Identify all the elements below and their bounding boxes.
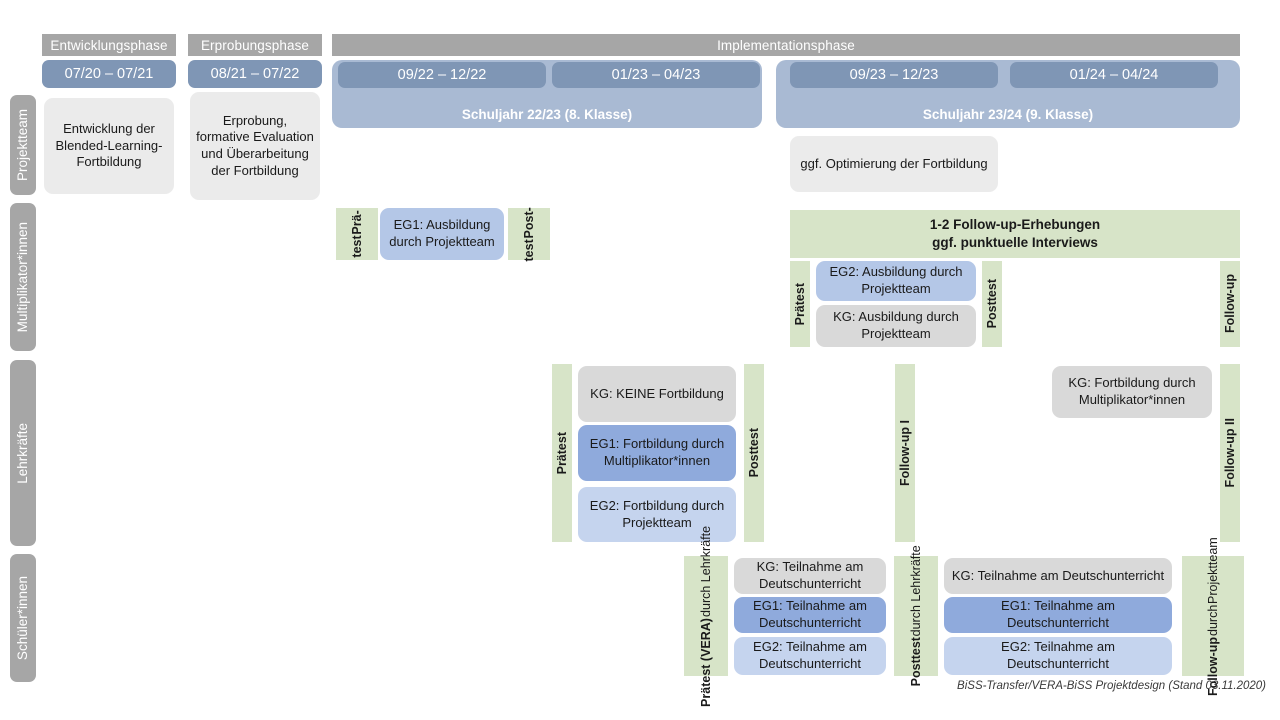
phase-bar-implementationsphase: Implementationsphase <box>332 34 1240 56</box>
strip-followup-1-lehrkraefte: Follow-up I <box>895 364 915 542</box>
banner-line1: 1-2 Follow-up-Erhebungen <box>929 217 1101 233</box>
box-ggf-optimierung: ggf. Optimierung der Fortbildung <box>790 136 998 192</box>
strip-posttest-multiplikatoren-2: Posttest <box>982 261 1002 347</box>
actor-label-schueler: Schüler*innen <box>10 554 36 682</box>
praetest-line1: Prä- <box>349 210 364 235</box>
date-label: 07/20 – 07/21 <box>64 66 154 82</box>
date-label: 08/21 – 07/22 <box>210 66 300 82</box>
actor-label-text: Lehrkräfte <box>15 422 31 484</box>
date-label: 01/24 – 04/24 <box>1069 67 1159 83</box>
actor-label-lehrkraefte: Lehrkräfte <box>10 360 36 546</box>
actor-label-projektteam: Projektteam <box>10 95 36 195</box>
box-text: EG2: Teilnahme am Deutschunterricht <box>1001 639 1115 671</box>
banner-followup-erhebungen: 1-2 Follow-up-Erhebungen ggf. punktuelle… <box>790 210 1240 258</box>
posttest-label: Posttest <box>746 428 761 478</box>
strip-posttest-multiplikatoren: Post- test <box>508 207 550 261</box>
strip-praetest-multiplikatoren: Prä- test <box>336 208 378 260</box>
box-text: EG1: Teilnahme am Deutschunterricht <box>753 598 867 630</box>
date-label: 09/22 – 12/22 <box>397 67 487 83</box>
box-kg-keine-fortbildung: KG: KEINE Fortbildung <box>578 366 736 422</box>
box-eg2-teilnahme-deutschunterricht-left: EG2: Teilnahme am Deutschunterricht <box>734 637 886 675</box>
strip-followup-schueler: Projektteam durch Follow-up <box>1182 537 1244 696</box>
posttest-label: Posttest <box>984 279 999 329</box>
actor-label-multiplikatoren: Multiplikator*innen <box>10 203 36 351</box>
posttest-sub: durch Lehrkräfte <box>908 545 923 637</box>
footer-caption: BiSS-Transfer/VERA-BiSS Projektdesign (S… <box>700 680 1266 698</box>
strip-followup-2-lehrkraefte: Follow-up II <box>1220 364 1240 542</box>
date-chip-09-22-12-22: 09/22 – 12/22 <box>338 62 546 88</box>
posttest-label: durch Lehrkräfte Posttest <box>909 545 923 686</box>
posttest-line1: Post- <box>521 206 536 239</box>
box-erprobung-evaluation: Erprobung, formative Evaluation und Über… <box>190 92 320 200</box>
praetest-sub: durch Lehrkräfte <box>698 525 713 617</box>
box-eg1-teilnahme-deutschunterricht-right: EG1: Teilnahme am Deutschunterricht <box>944 597 1172 633</box>
date-chip-01-23-04-23: 01/23 – 04/23 <box>552 62 760 88</box>
strip-praetest-multiplikatoren-2: Prätest <box>790 261 810 347</box>
box-text: KG: Teilnahme am Deutschunterricht <box>756 559 864 591</box>
date-chip-08-21-07-22: 08/21 – 07/22 <box>188 60 322 88</box>
strip-praetest-lehrkraefte: Prätest <box>552 364 572 542</box>
box-text: KG: Ausbildung durch Projektteam <box>833 309 959 341</box>
banner-text: 1-2 Follow-up-Erhebungen ggf. punktuelle… <box>930 216 1100 251</box>
phase-label: Entwicklungsphase <box>50 37 168 53</box>
box-eg2-fortbildung-projektteam: EG2: Fortbildung durch Projektteam <box>578 487 736 542</box>
posttest-label: Post- test <box>522 207 536 261</box>
strip-followup-multiplikatoren: Follow-up <box>1220 261 1240 347</box>
box-text: EG1: Ausbildung durch Projektteam <box>389 217 495 249</box>
phase-label: Erprobungsphase <box>200 37 310 53</box>
strip-posttest-lehrkraefte: Posttest <box>744 364 764 542</box>
date-chip-09-23-12-23: 09/23 – 12/23 <box>790 62 998 88</box>
box-eg2-ausbildung-projektteam: EG2: Ausbildung durch Projektteam <box>816 261 976 301</box>
box-text: Entwicklung der Blended-Learning-Fortbil… <box>55 121 163 170</box>
followup-label: Follow-up II <box>1222 418 1237 488</box>
school-year-label: Schuljahr 23/24 (9. Klasse) <box>922 107 1094 122</box>
box-entwicklung-fortbildung: Entwicklung der Blended-Learning-Fortbil… <box>44 98 174 194</box>
date-chip-07-20-07-21: 07/20 – 07/21 <box>42 60 176 88</box>
banner-line2: ggf. punktuelle Interviews <box>932 235 1098 250</box>
box-text: Erprobung, formative Evaluation und Über… <box>196 112 314 178</box>
box-text: EG2: Ausbildung durch Projektteam <box>829 264 963 296</box>
followup-sub1: durch <box>1205 604 1220 636</box>
praetest-label: Prä- test <box>350 210 364 258</box>
box-kg-ausbildung-projektteam: KG: Ausbildung durch Projektteam <box>816 305 976 347</box>
box-text: KG: KEINE Fortbildung <box>590 385 724 401</box>
box-text: EG2: Teilnahme am Deutschunterricht <box>753 639 867 671</box>
box-kg-fortbildung-multiplikatoren: KG: Fortbildung durch Multiplikator*inne… <box>1052 366 1212 418</box>
box-text: ggf. Optimierung der Fortbildung <box>800 155 988 171</box>
praetest-label: Prätest <box>554 431 569 475</box>
phase-bar-entwicklungsphase: Entwicklungsphase <box>42 34 176 56</box>
followup-label: Follow-up <box>1222 274 1237 334</box>
box-eg1-teilnahme-deutschunterricht-left: EG1: Teilnahme am Deutschunterricht <box>734 597 886 633</box>
box-text: EG1: Fortbildung durch Multiplikator*inn… <box>589 436 725 468</box>
praetest-line2: test <box>349 235 364 258</box>
school-year-label: Schuljahr 22/23 (8. Klasse) <box>461 107 633 122</box>
box-eg1-fortbildung-multiplikatoren: EG1: Fortbildung durch Multiplikator*inn… <box>578 425 736 481</box>
actor-label-text: Schüler*innen <box>15 575 31 661</box>
box-eg1-ausbildung-projektteam: EG1: Ausbildung durch Projektteam <box>380 208 504 260</box>
phase-bar-erprobungsphase: Erprobungsphase <box>188 34 322 56</box>
posttest-line2: test <box>521 239 536 262</box>
box-kg-teilnahme-deutschunterricht-right: KG: Teilnahme am Deutschunterricht <box>944 558 1172 594</box>
followup-sub2: Projektteam <box>1205 536 1220 604</box>
box-text: EG1: Teilnahme am Deutschunterricht <box>1001 598 1115 630</box>
box-text: EG2: Fortbildung durch Projektteam <box>589 497 725 530</box>
praetest-label: Prätest <box>792 282 807 326</box>
followup-label: Follow-up I <box>897 420 912 486</box>
box-text: KG: Fortbildung durch Multiplikator*inne… <box>1068 375 1196 407</box>
box-kg-teilnahme-deutschunterricht-left: KG: Teilnahme am Deutschunterricht <box>734 558 886 594</box>
phase-label: Implementationsphase <box>717 37 855 53</box>
date-label: 01/23 – 04/23 <box>611 67 701 83</box>
box-eg2-teilnahme-deutschunterricht-right: EG2: Teilnahme am Deutschunterricht <box>944 637 1172 675</box>
actor-label-text: Projektteam <box>15 108 31 182</box>
date-label: 09/23 – 12/23 <box>849 67 939 83</box>
strip-posttest-schueler: durch Lehrkräfte Posttest <box>894 545 938 687</box>
box-text: KG: Teilnahme am Deutschunterricht <box>951 567 1165 583</box>
followup-label: Projektteam durch Follow-up <box>1206 537 1220 696</box>
strip-praetest-vera-schueler: durch Lehrkräfte Prätest (VERA) <box>684 526 728 706</box>
date-chip-01-24-04-24: 01/24 – 04/24 <box>1010 62 1218 88</box>
actor-label-text: Multiplikator*innen <box>15 221 31 333</box>
footer-text: BiSS-Transfer/VERA-BiSS Projektdesign (S… <box>957 680 1266 692</box>
